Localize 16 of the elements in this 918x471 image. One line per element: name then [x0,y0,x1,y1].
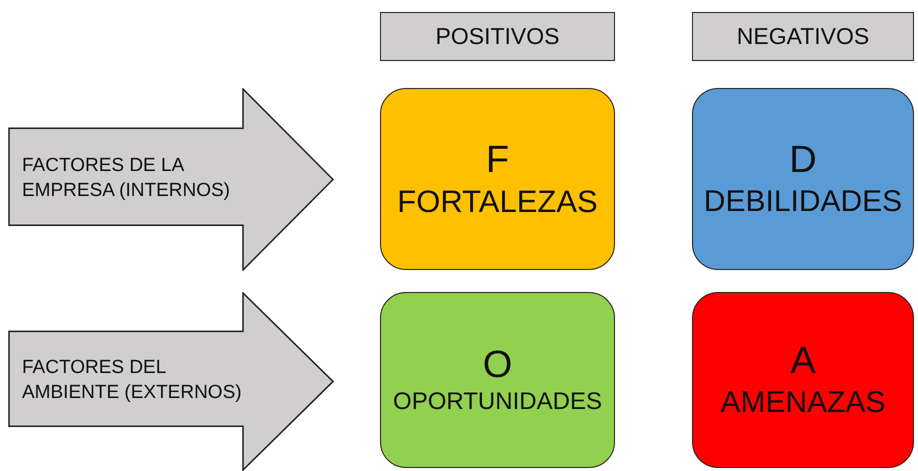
column-header: POSITIVOS [380,12,615,61]
quadrant-box [692,88,914,270]
quadrant-box [380,292,615,468]
quadrant-title: AMENAZAS [720,384,886,421]
quadrant-title: FORTALEZAS [397,183,598,220]
quadrant-letter: F [486,138,510,183]
quadrant-letter: A [790,339,816,384]
column-header: NEGATIVOS [692,12,914,61]
arrow-text: FACTORES DEL AMBIENTE (EXTERNOS) [22,356,243,406]
quadrant-title: DEBILIDADES [704,184,902,220]
quadrant-letter: D [789,138,817,184]
quadrant-box [692,292,914,468]
quadrant-box [380,88,615,270]
quadrant-title: OPORTUNIDADES [393,388,602,418]
arrow-text: FACTORES DE LA EMPRESA (INTERNOS) [22,154,231,204]
quadrant-letter: O [482,342,512,388]
